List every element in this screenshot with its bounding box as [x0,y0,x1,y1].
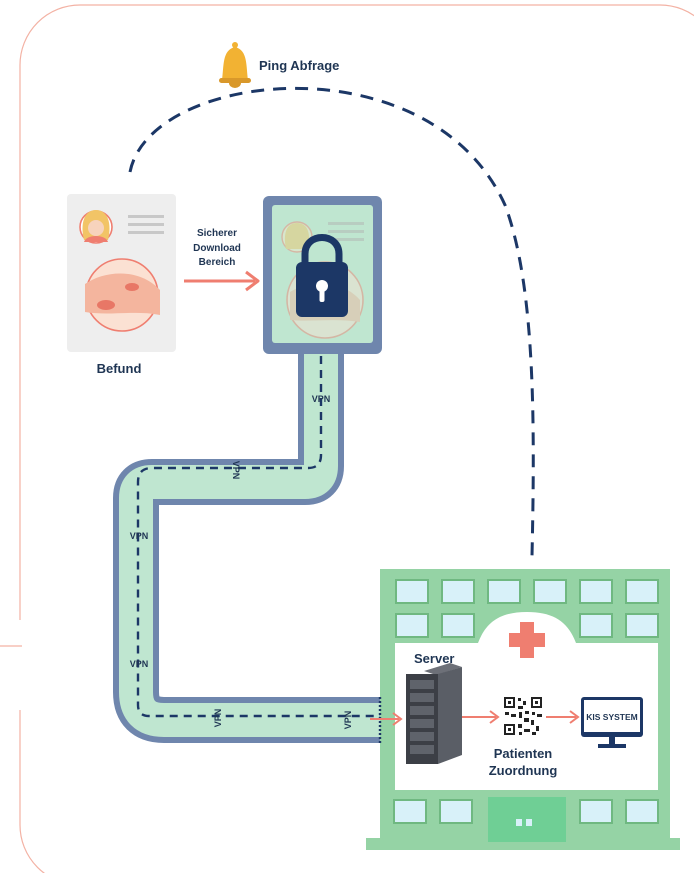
vpn-tunnel-dash [136,356,386,718]
lock-icon [296,234,348,317]
secure-download-line1: Sicherer [197,228,237,239]
server-label: Server [414,651,454,666]
qr-code-icon [504,697,542,735]
kis-system-label: KIS SYSTEM [586,712,637,722]
frame-border [19,4,694,873]
vpn-tunnel-border [113,352,392,743]
vpn-label-5: VPN [213,709,223,728]
server-entry-arrow [370,712,403,726]
red-cross-icon [509,622,545,658]
tablet-device [263,196,382,354]
vpn-tunnel [119,352,392,737]
vpn-label-3: VPN [130,531,149,541]
assignment-line2: Zuordnung [489,763,558,778]
vpn-label-2: VPN [231,461,241,480]
secure-download-line3: Bereich [199,257,236,268]
kis-monitor-icon [581,697,643,748]
befund-document [67,194,176,352]
vpn-label-6: VPN [343,711,353,730]
ping-arc [128,86,535,557]
bell-icon [219,42,251,88]
vpn-label-4: VPN [130,659,149,669]
assignment-line1: Patienten [494,746,553,761]
qr-to-kis-arrow [546,710,580,724]
vpn-label-1: VPN [312,394,331,404]
secure-download-line2: Download [193,243,241,254]
download-arrow [184,270,260,292]
ping-label: Ping Abfrage [259,58,339,73]
server-rack-icon [406,663,462,764]
server-to-qr-arrow [462,710,500,724]
befund-label: Befund [97,361,142,376]
